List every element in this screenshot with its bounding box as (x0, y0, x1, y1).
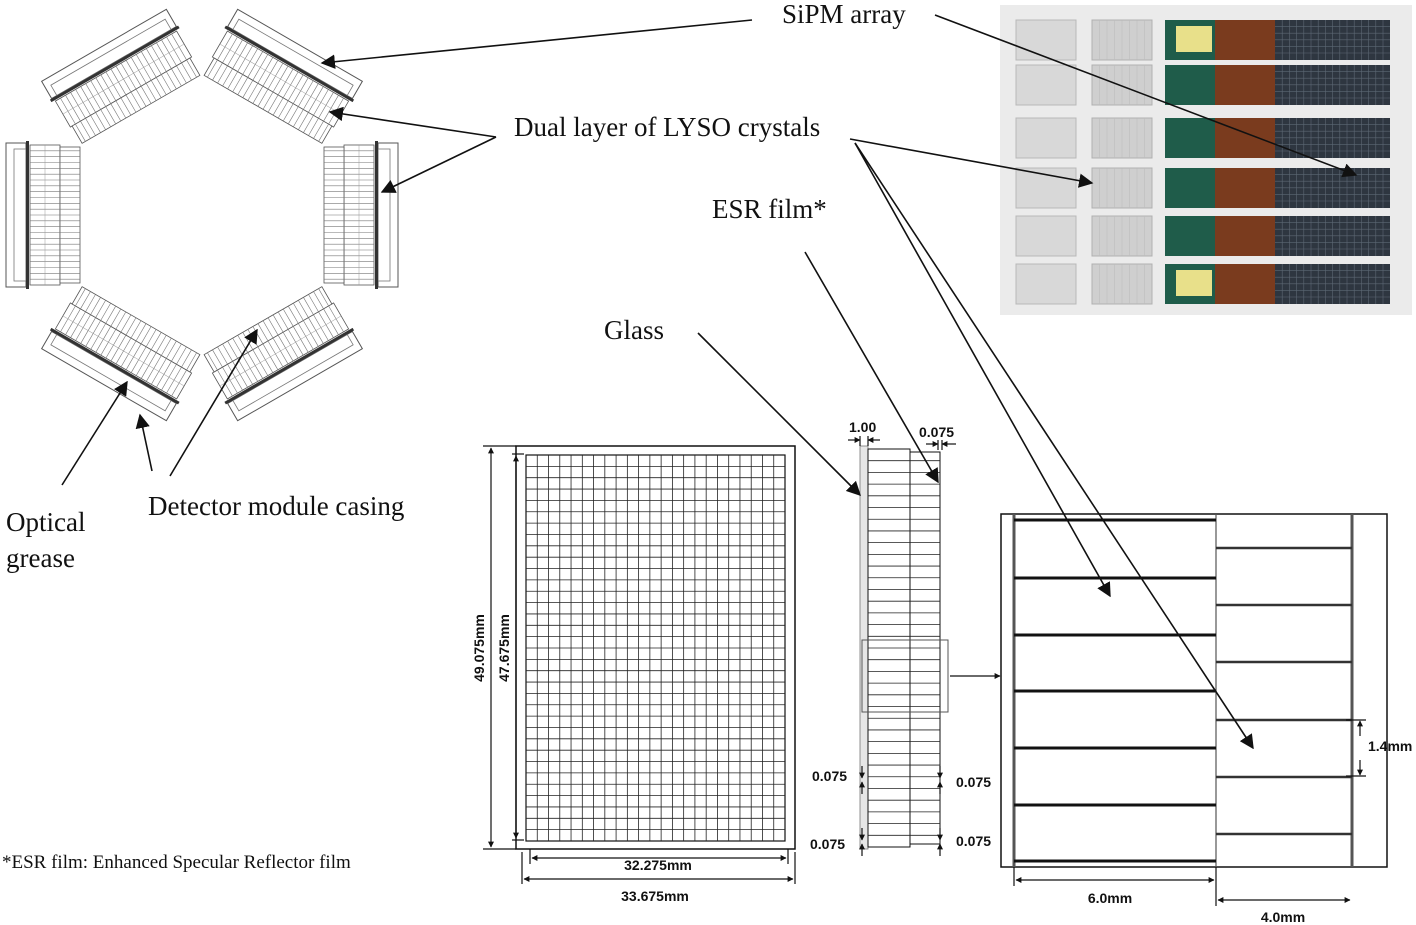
crystal-layer-1 (29, 144, 81, 286)
crystal-grid (525, 454, 786, 842)
casing-arrow-1 (135, 413, 153, 472)
sipm-arrow-left (320, 19, 753, 69)
footnote: *ESR film: Enhanced Specular Reflector f… (2, 852, 351, 873)
zoom-box (861, 639, 949, 713)
crystal-layer-1 (203, 30, 350, 144)
esr-left-lower-label: 0.075 (810, 836, 845, 852)
inner-height-label: 47.675mm (496, 614, 512, 682)
photo-row (1015, 64, 1390, 106)
casing-arrow-2 (169, 328, 258, 477)
side-crystal-grid (867, 448, 941, 848)
lyso-arrow-ring-2 (380, 136, 497, 193)
optical-grease-label-1: Optical (6, 507, 85, 537)
detector-ring (5, 8, 399, 422)
casing-label: Detector module casing (148, 491, 404, 521)
crystal-layer-1 (54, 30, 201, 144)
sipm-arrow-right (934, 14, 1358, 178)
optical-grease-label-2: grease (6, 543, 75, 573)
lyso-arrow-photo (849, 138, 1094, 188)
glass-label: Glass (604, 315, 664, 345)
photo-row (1015, 215, 1390, 257)
esr-arrow (804, 251, 939, 484)
esr-left-upper-label: 0.075 (812, 768, 847, 784)
esr-right-lower-label: 0.075 (956, 833, 991, 849)
glass-arrow (697, 332, 862, 497)
module-bottom-left (40, 8, 201, 144)
module-top-right (203, 286, 364, 422)
zoom-detail (1000, 513, 1388, 868)
module-left (5, 141, 81, 289)
dimension-lines (483, 436, 1366, 906)
outer-width-label: 33.675mm (621, 888, 689, 904)
outer-height-label: 49.075mm (471, 614, 487, 682)
lyso-arrow-ring-1 (328, 106, 497, 138)
esr-film-lines (1014, 518, 1352, 863)
lyso-label: Dual layer of LYSO crystals (514, 112, 820, 142)
photo-row (1015, 117, 1390, 159)
layer2-length-label: 4.0mm (1261, 909, 1305, 925)
pointer-arrows (61, 14, 1358, 750)
module-top-left (40, 286, 201, 422)
esr-right-upper-label: 0.075 (956, 774, 991, 790)
photo-row (1015, 19, 1390, 61)
photo-row (1015, 263, 1390, 305)
grease-arrow (61, 380, 128, 486)
esr-film-label: ESR film* (712, 194, 827, 224)
array-side-view (859, 445, 1001, 850)
layer1-length-label: 6.0mm (1088, 890, 1132, 906)
module-bottom-right (203, 8, 364, 144)
glass-thickness-label: 1.00 (849, 419, 876, 435)
esr-top-label: 0.075 (919, 424, 954, 440)
crystal-layer-1 (323, 144, 375, 286)
crystal-array-photo (1000, 5, 1412, 315)
array-front-view (515, 445, 796, 850)
crystal-layer-1 (203, 286, 350, 400)
crystal-layer-1 (54, 286, 201, 400)
photo-row (1015, 167, 1390, 209)
lyso-arrow-zoom-2 (854, 142, 1254, 750)
pitch-label: 1.4mm (1368, 738, 1412, 754)
glass-layer (859, 445, 869, 850)
lyso-arrow-zoom-1 (854, 142, 1111, 598)
module-right (323, 141, 399, 289)
sipm-array-label: SiPM array (782, 0, 906, 29)
inner-width-label: 32.275mm (624, 857, 692, 873)
